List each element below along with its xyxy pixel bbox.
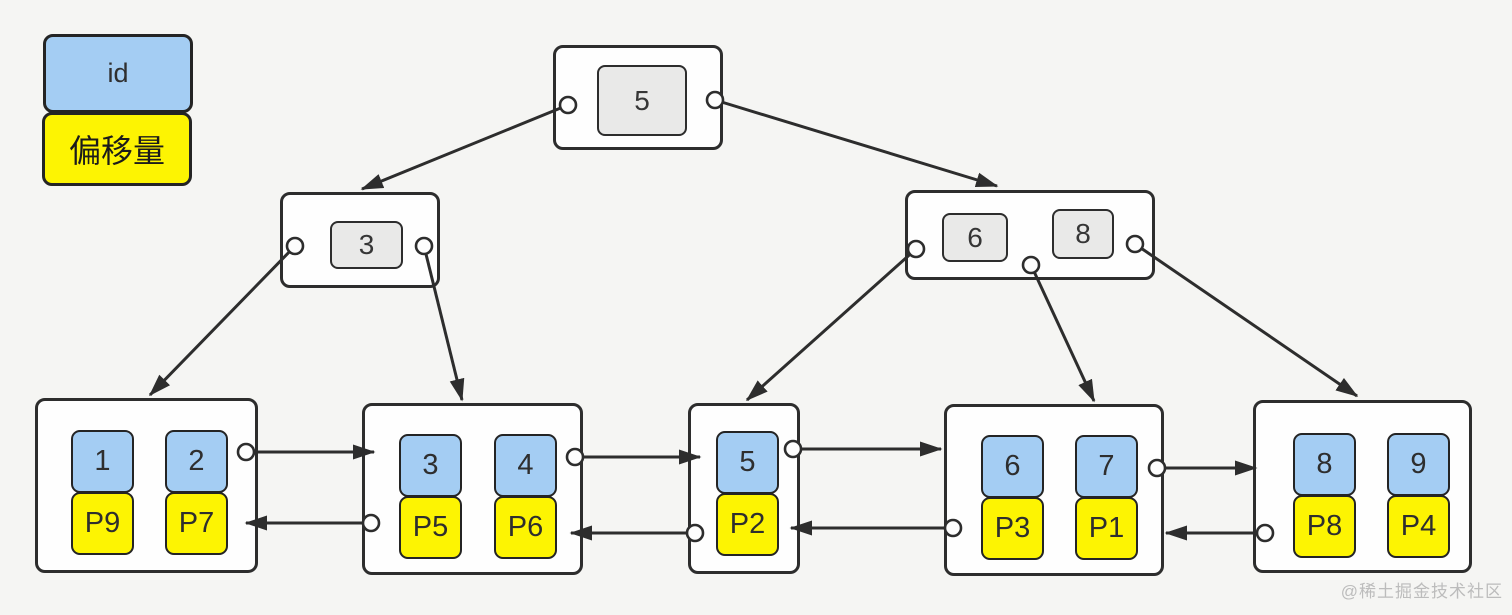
leaf4-ptr-cell-2: P1: [1075, 497, 1138, 560]
internal-right-key-value-2: 8: [1075, 218, 1091, 249]
leaf1-id-1: 1: [94, 445, 111, 477]
watermark: @稀土掘金技术社区: [1340, 582, 1503, 601]
leaf2-ptr-cell-1: P5: [399, 496, 462, 559]
leaf-node-2: 3 P5 4 P6: [362, 403, 583, 575]
leaf5-ptr-2: P4: [1400, 510, 1437, 542]
leaf1-id-2: 2: [188, 445, 205, 477]
leaf1-ptr-cell-2: P7: [165, 492, 228, 555]
leaf4-ptr-cell-1: P3: [981, 497, 1044, 560]
leaf5-id-2: 9: [1410, 448, 1427, 480]
legend-offset-label: 偏移量: [68, 133, 165, 169]
leaf-node-5: 8 P8 9 P4: [1253, 400, 1472, 573]
legend-id-box: id: [43, 34, 193, 113]
leaf4-id-cell-1: 6: [981, 435, 1044, 498]
leaf3-ptr-cell-1: P2: [716, 493, 779, 556]
leaf3-ptr-1: P2: [729, 508, 766, 540]
leaf5-id-cell-2: 9: [1387, 433, 1450, 496]
leaf2-id-cell-2: 4: [494, 434, 557, 497]
internal-node-right: 6 8: [905, 190, 1155, 280]
leaf5-id-cell-1: 8: [1293, 433, 1356, 496]
leaf2-ptr-2: P6: [507, 511, 544, 543]
leaf4-ptr-1: P3: [994, 512, 1031, 544]
leaf-node-1: 1 P9 2 P7: [35, 398, 258, 573]
leaf4-ptr-2: P1: [1088, 512, 1125, 544]
leaf4-id-cell-2: 7: [1075, 435, 1138, 498]
legend-id-label: id: [107, 58, 129, 88]
leaf5-ptr-cell-1: P8: [1293, 495, 1356, 558]
internal-left-key-value: 3: [358, 229, 375, 260]
leaf1-ptr-cell-1: P9: [71, 492, 134, 555]
root-key-box: 5: [597, 65, 687, 136]
leaf1-id-cell-2: 2: [165, 430, 228, 493]
leaf5-ptr-1: P8: [1306, 510, 1343, 542]
leaf3-id-cell-1: 5: [716, 431, 779, 494]
leaf1-ptr-1: P9: [84, 507, 121, 539]
leaf2-ptr-cell-2: P6: [494, 496, 557, 559]
internal-left-key-box: 3: [330, 221, 403, 269]
root-key-value: 5: [634, 84, 650, 116]
leaf2-id-2: 4: [517, 449, 534, 481]
leaf-node-3: 5 P2: [688, 403, 800, 574]
leaf2-id-cell-1: 3: [399, 434, 462, 497]
leaf1-ptr-2: P7: [178, 507, 215, 539]
internal-right-key-value-1: 6: [967, 221, 983, 253]
leaf1-id-cell-1: 1: [71, 430, 134, 493]
leaf3-id-1: 5: [739, 446, 756, 478]
leaf4-id-2: 7: [1098, 450, 1115, 482]
internal-right-key-box-2: 8: [1052, 209, 1114, 259]
legend-offset-box: 偏移量: [42, 112, 192, 186]
internal-node-left: 3: [280, 192, 440, 288]
leaf5-ptr-cell-2: P4: [1387, 495, 1450, 558]
leaf2-ptr-1: P5: [412, 511, 449, 543]
leaf-node-4: 6 P3 7 P1: [944, 404, 1164, 576]
leaf4-id-1: 6: [1004, 450, 1021, 482]
leaf5-id-1: 8: [1316, 448, 1333, 480]
internal-right-key-box-1: 6: [942, 213, 1008, 262]
root-node: 5: [553, 45, 723, 150]
leaf2-id-1: 3: [422, 449, 439, 481]
